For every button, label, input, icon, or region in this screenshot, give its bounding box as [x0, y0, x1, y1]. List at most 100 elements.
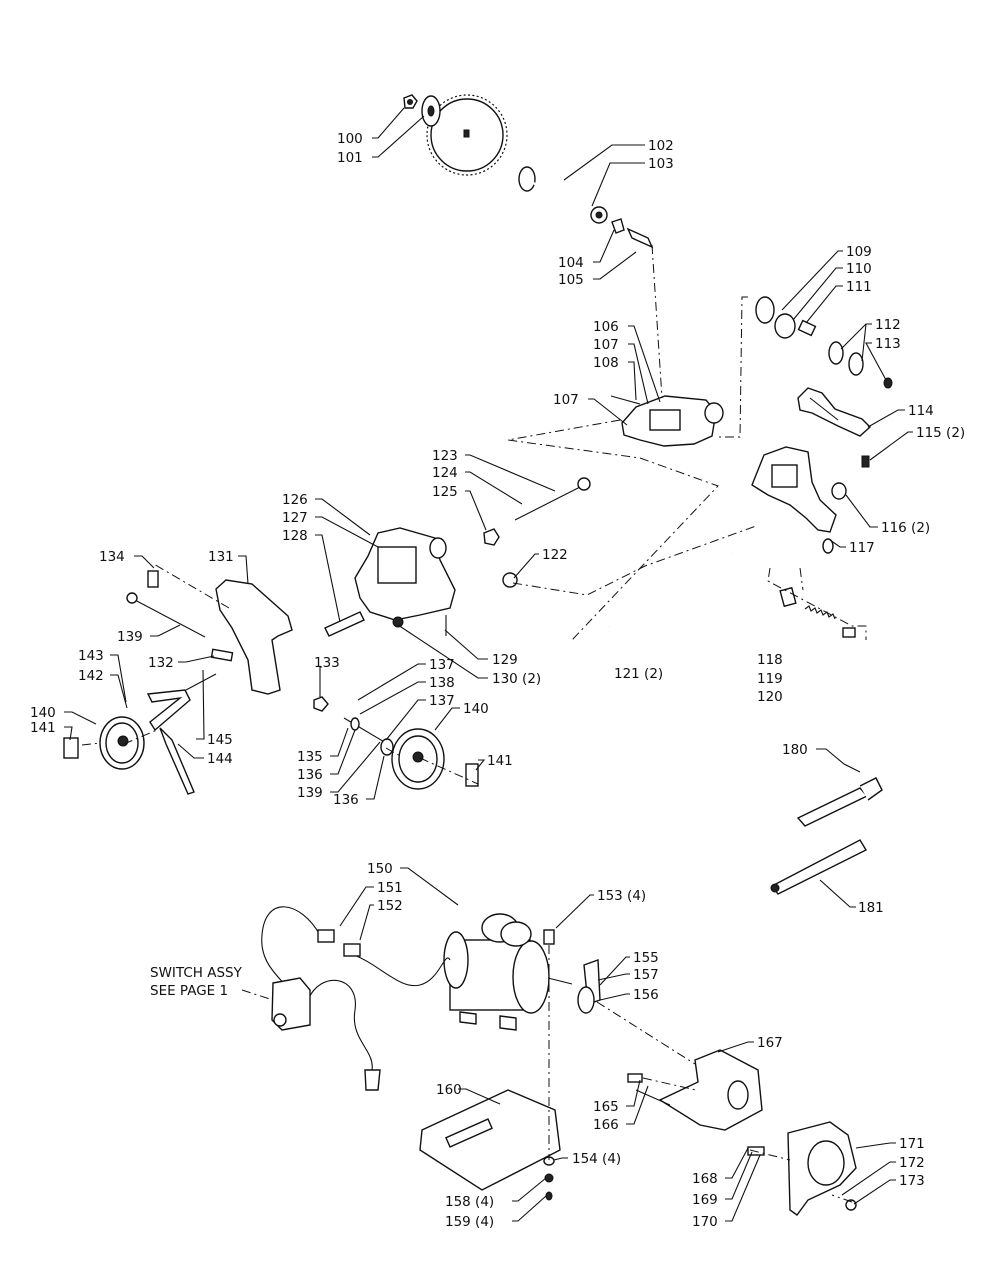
arbor-shaft [518, 166, 654, 249]
label-112: 112 [875, 317, 901, 333]
trunnion-rod [607, 552, 734, 629]
label-125: 125 [432, 484, 458, 500]
label-107-upper: 107 [593, 337, 619, 353]
motor [443, 913, 573, 1031]
label-145: 145 [207, 732, 233, 748]
label-123: 123 [432, 448, 458, 464]
label-152: 152 [377, 898, 403, 914]
label-168: 168 [692, 1171, 718, 1187]
outer-flange [421, 95, 441, 127]
label-165: 165 [593, 1099, 619, 1115]
label-160: 160 [436, 1082, 462, 1098]
assembly-dash-lines [81, 244, 867, 1203]
label-113: 113 [875, 336, 901, 352]
label-139-left: 139 [117, 629, 143, 645]
label-157: 157 [633, 967, 659, 983]
label-151: 151 [377, 880, 403, 896]
leader-lines [64, 107, 913, 1222]
handle-141-left [63, 737, 79, 759]
label-127: 127 [282, 510, 308, 526]
motor-pulley-bracket [577, 959, 601, 1014]
label-135: 135 [297, 749, 323, 765]
label-155: 155 [633, 950, 659, 966]
label-159: 159 (4) [445, 1214, 494, 1230]
label-128: 128 [282, 528, 308, 544]
bolt-165 [627, 1073, 643, 1083]
nut-133 [313, 696, 329, 712]
label-122: 122 [542, 547, 568, 563]
label-106: 106 [593, 319, 619, 335]
label-171: 171 [899, 1136, 925, 1152]
label-140-left: 140 [30, 705, 56, 721]
label-142: 142 [78, 668, 104, 684]
bolt-134 [147, 570, 159, 588]
part-number-labels: 100 101 102 103 104 105 106 107 108 107 … [30, 131, 965, 1230]
label-136-right: 136 [333, 792, 359, 808]
handle-141-right [465, 763, 479, 787]
label-140-right: 140 [463, 701, 489, 717]
label-136-left: 136 [297, 767, 323, 783]
label-169: 169 [692, 1192, 718, 1208]
label-104: 104 [558, 255, 584, 271]
label-103: 103 [648, 156, 674, 172]
label-138: 138 [429, 675, 455, 691]
label-180: 180 [782, 742, 808, 758]
nut-125 [483, 528, 500, 546]
label-143: 143 [78, 648, 104, 664]
knob-173 [845, 1199, 857, 1211]
label-167: 167 [757, 1035, 783, 1051]
label-154: 154 (4) [572, 1151, 621, 1167]
label-141-left: 141 [30, 720, 56, 736]
rear-trunnion [751, 446, 870, 554]
label-181: 181 [858, 900, 884, 916]
label-102: 102 [648, 138, 674, 154]
raise-rod [126, 592, 206, 638]
label-107-lower: 107 [553, 392, 579, 408]
belt-guard [787, 1121, 857, 1216]
label-158: 158 (4) [445, 1194, 494, 1210]
nut-122 [502, 572, 518, 588]
label-132: 132 [148, 655, 174, 671]
label-172: 172 [899, 1155, 925, 1171]
label-130: 130 (2) [492, 671, 541, 687]
label-153: 153 (4) [597, 888, 646, 904]
pin-132 [210, 648, 234, 662]
motor-mount-plate [419, 1089, 561, 1191]
label-116: 116 (2) [881, 520, 930, 536]
label-121: 121 (2) [614, 666, 663, 682]
label-109: 109 [846, 244, 872, 260]
label-105: 105 [558, 272, 584, 288]
label-144: 144 [207, 751, 233, 767]
label-133: 133 [314, 655, 340, 671]
label-173: 173 [899, 1173, 925, 1189]
label-110: 110 [846, 261, 872, 277]
label-100: 100 [337, 131, 363, 147]
label-134: 134 [99, 549, 125, 565]
label-114: 114 [908, 403, 934, 419]
saw-blade [426, 94, 508, 176]
spring-assembly [779, 586, 856, 638]
label-108: 108 [593, 355, 619, 371]
label-switch-assy: SWITCH ASSY [150, 965, 243, 981]
worm-gear [324, 611, 365, 637]
bolt-153 [543, 929, 555, 945]
arbor-bracket [610, 395, 724, 447]
label-141-right: 141 [487, 753, 513, 769]
label-126: 126 [282, 492, 308, 508]
label-166: 166 [593, 1117, 619, 1133]
label-137-upper: 137 [429, 657, 455, 673]
tilt-rod [514, 477, 591, 521]
handwheel-right [391, 728, 479, 790]
guard-bracket [635, 1049, 763, 1131]
label-156: 156 [633, 987, 659, 1003]
label-129: 129 [492, 652, 518, 668]
handwheel-left [63, 716, 145, 770]
label-118: 118 [757, 652, 783, 668]
front-trunnion [354, 527, 456, 636]
label-101: 101 [337, 150, 363, 166]
label-139-center: 139 [297, 785, 323, 801]
label-117: 117 [849, 540, 875, 556]
label-120: 120 [757, 689, 783, 705]
